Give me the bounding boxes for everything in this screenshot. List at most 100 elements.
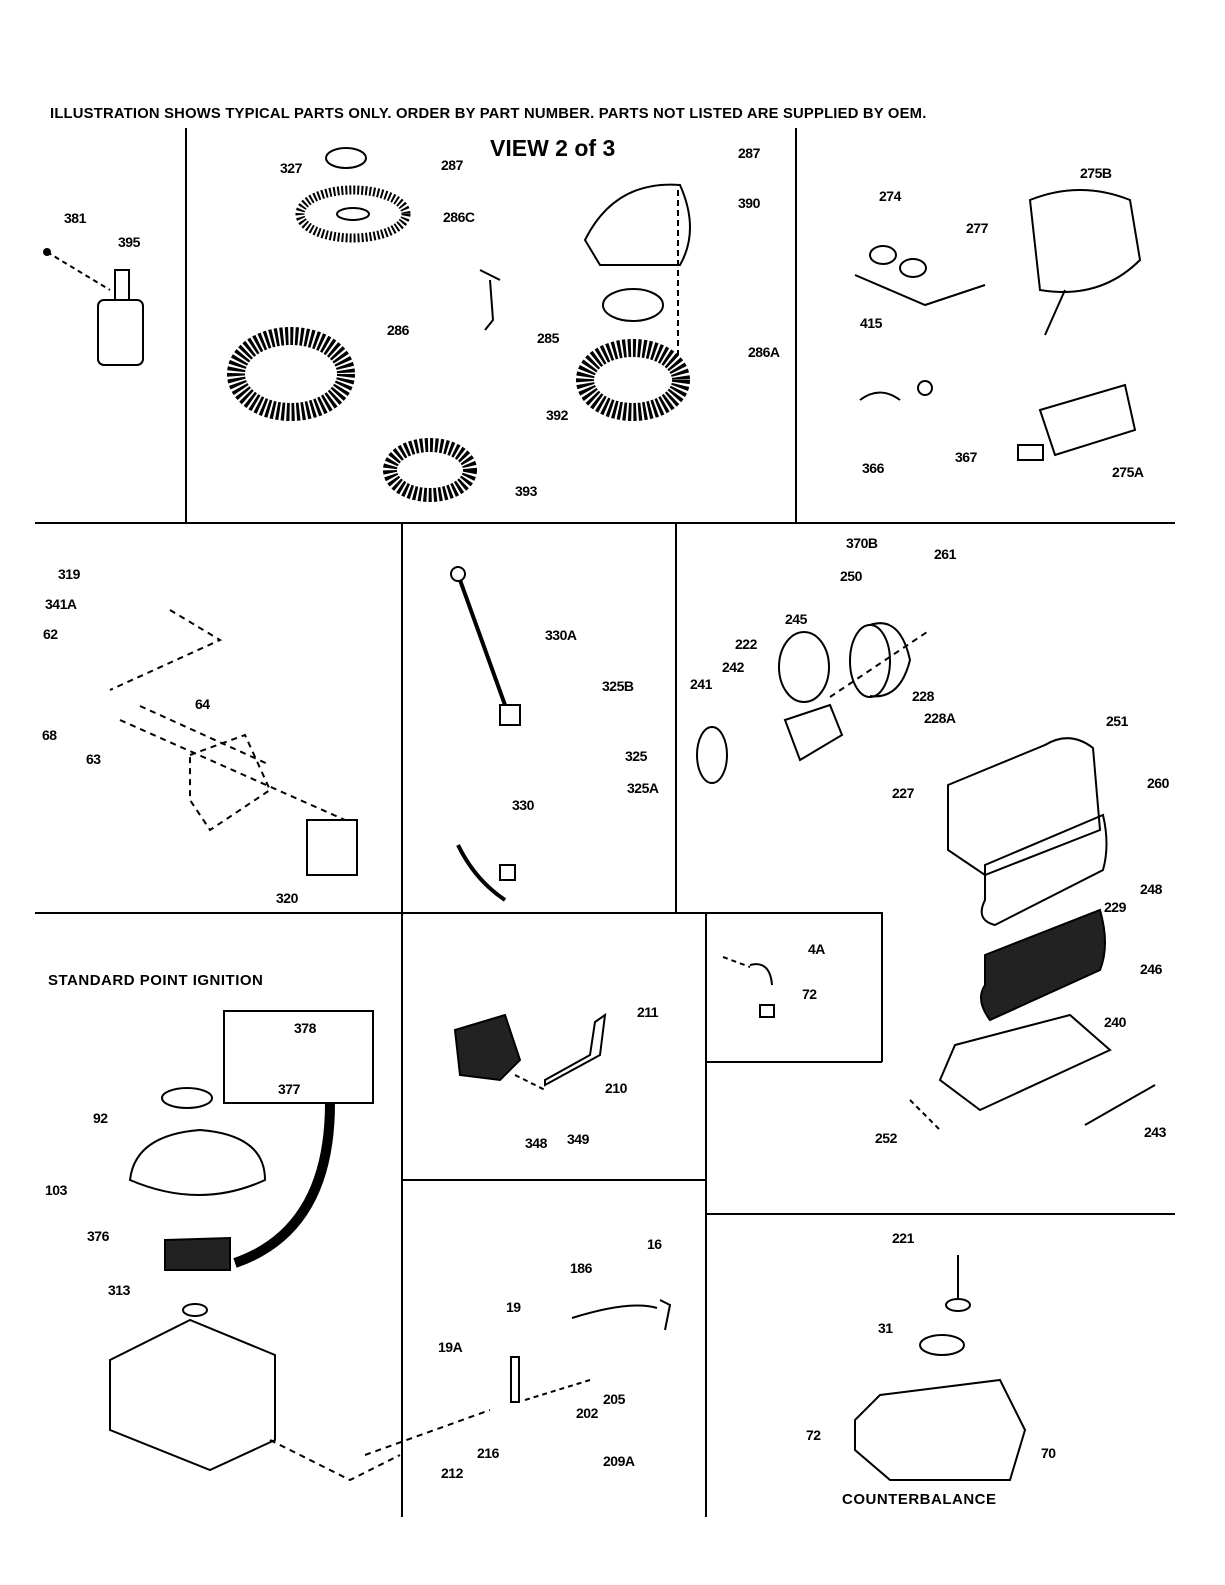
divider-mid-1	[401, 522, 403, 1517]
part-label[interactable]: 377	[278, 1081, 300, 1097]
ground-wires-drawing	[450, 566, 521, 902]
part-label[interactable]: 390	[738, 195, 760, 211]
counterbalance-drawing	[854, 1255, 1027, 1481]
part-label[interactable]: 320	[276, 890, 298, 906]
part-label[interactable]: 16	[647, 1236, 662, 1252]
part-label[interactable]: 341A	[45, 596, 77, 612]
part-label[interactable]: 370B	[846, 535, 878, 551]
part-label[interactable]: 246	[1140, 961, 1162, 977]
divider-row-1	[35, 522, 1175, 524]
part-label[interactable]: 376	[87, 1228, 109, 1244]
counterbalance-section-title: COUNTERBALANCE	[842, 1491, 997, 1508]
part-label[interactable]: 415	[860, 315, 882, 331]
part-label[interactable]: 245	[785, 611, 807, 627]
part-label[interactable]: 68	[42, 727, 57, 743]
part-label[interactable]: 325A	[627, 780, 659, 796]
part-label[interactable]: 222	[735, 636, 757, 652]
part-label[interactable]: 260	[1147, 775, 1169, 791]
part-label[interactable]: 62	[43, 626, 58, 642]
part-label[interactable]: 229	[1104, 899, 1126, 915]
part-label[interactable]: 210	[605, 1080, 627, 1096]
part-label[interactable]: 327	[280, 160, 302, 176]
part-label[interactable]: 186	[570, 1260, 592, 1276]
part-label[interactable]: 240	[1104, 1014, 1126, 1030]
part-label[interactable]: 63	[86, 751, 101, 767]
view-title: VIEW 2 of 3	[490, 135, 616, 161]
part-label[interactable]: 211	[637, 1004, 659, 1020]
part-label[interactable]: 287	[738, 145, 760, 161]
fitting-drawing	[722, 956, 775, 1018]
starter-motor-drawing	[43, 248, 144, 366]
part-label[interactable]: 19	[506, 1299, 521, 1315]
divider-top-left	[185, 128, 187, 523]
part-label[interactable]: 349	[567, 1131, 589, 1147]
part-label[interactable]: 393	[515, 483, 537, 499]
part-label[interactable]: 248	[1140, 881, 1162, 897]
part-label[interactable]: 4A	[808, 941, 825, 957]
part-label[interactable]: 242	[722, 659, 744, 675]
part-label[interactable]: 275B	[1080, 165, 1112, 181]
divider-top-right	[795, 128, 797, 523]
recoil-drawing	[227, 147, 691, 502]
part-label[interactable]: 330	[512, 797, 534, 813]
part-label[interactable]: 251	[1106, 713, 1128, 729]
part-label[interactable]: 228A	[924, 710, 956, 726]
header-note: ILLUSTRATION SHOWS TYPICAL PARTS ONLY. O…	[50, 106, 927, 122]
part-label[interactable]: 250	[840, 568, 862, 584]
part-label[interactable]: 378	[294, 1020, 316, 1036]
part-label[interactable]: 72	[802, 986, 817, 1002]
part-label[interactable]: 227	[892, 785, 914, 801]
divider-counterbalance	[705, 1213, 1175, 1215]
part-label[interactable]: 216	[477, 1445, 499, 1461]
divider-fitting-bottom	[705, 1061, 882, 1063]
part-label[interactable]: 202	[576, 1405, 598, 1421]
part-label[interactable]: 325	[625, 748, 647, 764]
part-label[interactable]: 287	[441, 157, 463, 173]
muffler-drawing	[854, 189, 1142, 461]
governor-linkage-drawing	[364, 1299, 672, 1456]
part-label[interactable]: 274	[879, 188, 901, 204]
part-label[interactable]: 319	[58, 566, 80, 582]
part-label[interactable]: 286	[387, 322, 409, 338]
part-label[interactable]: 392	[546, 407, 568, 423]
part-label[interactable]: 286A	[748, 344, 780, 360]
part-label[interactable]: 313	[108, 1282, 130, 1298]
part-label[interactable]: 243	[1144, 1124, 1166, 1140]
part-label[interactable]: 72	[806, 1427, 821, 1443]
part-label[interactable]: 395	[118, 234, 140, 250]
part-label[interactable]: 241	[690, 676, 712, 692]
part-label[interactable]: 31	[878, 1320, 893, 1336]
part-label[interactable]: 221	[892, 1230, 914, 1246]
part-label[interactable]: 367	[955, 449, 977, 465]
part-label[interactable]: 286C	[443, 209, 475, 225]
part-label[interactable]: 92	[93, 1110, 108, 1126]
part-label[interactable]: 64	[195, 696, 210, 712]
carburetor-drawing	[453, 1012, 607, 1091]
ignition-section-title: STANDARD POINT IGNITION	[48, 972, 264, 989]
part-label[interactable]: 348	[525, 1135, 547, 1151]
part-label[interactable]: 277	[966, 220, 988, 236]
part-label[interactable]: 381	[64, 210, 86, 226]
part-label[interactable]: 209A	[603, 1453, 635, 1469]
part-label[interactable]: 103	[45, 1182, 67, 1198]
part-label[interactable]: 212	[441, 1465, 463, 1481]
part-label[interactable]: 19A	[438, 1339, 463, 1355]
ignition-points-inset	[223, 1010, 374, 1104]
part-label[interactable]: 205	[603, 1391, 625, 1407]
divider-row-2	[35, 912, 883, 914]
oval-air-cleaner-drawing	[909, 737, 1156, 1131]
divider-row-3	[401, 1179, 706, 1181]
round-air-cleaner-drawing	[696, 622, 931, 784]
part-label[interactable]: 275A	[1112, 464, 1144, 480]
part-label[interactable]: 252	[875, 1130, 897, 1146]
part-label[interactable]: 366	[862, 460, 884, 476]
part-label[interactable]: 285	[537, 330, 559, 346]
part-label[interactable]: 70	[1041, 1445, 1056, 1461]
part-label[interactable]: 228	[912, 688, 934, 704]
part-label[interactable]: 261	[934, 546, 956, 562]
governor-bracket-shape	[306, 819, 358, 876]
part-label[interactable]: 325B	[602, 678, 634, 694]
divider-fitting-right	[881, 912, 883, 1062]
part-label[interactable]: 330A	[545, 627, 577, 643]
